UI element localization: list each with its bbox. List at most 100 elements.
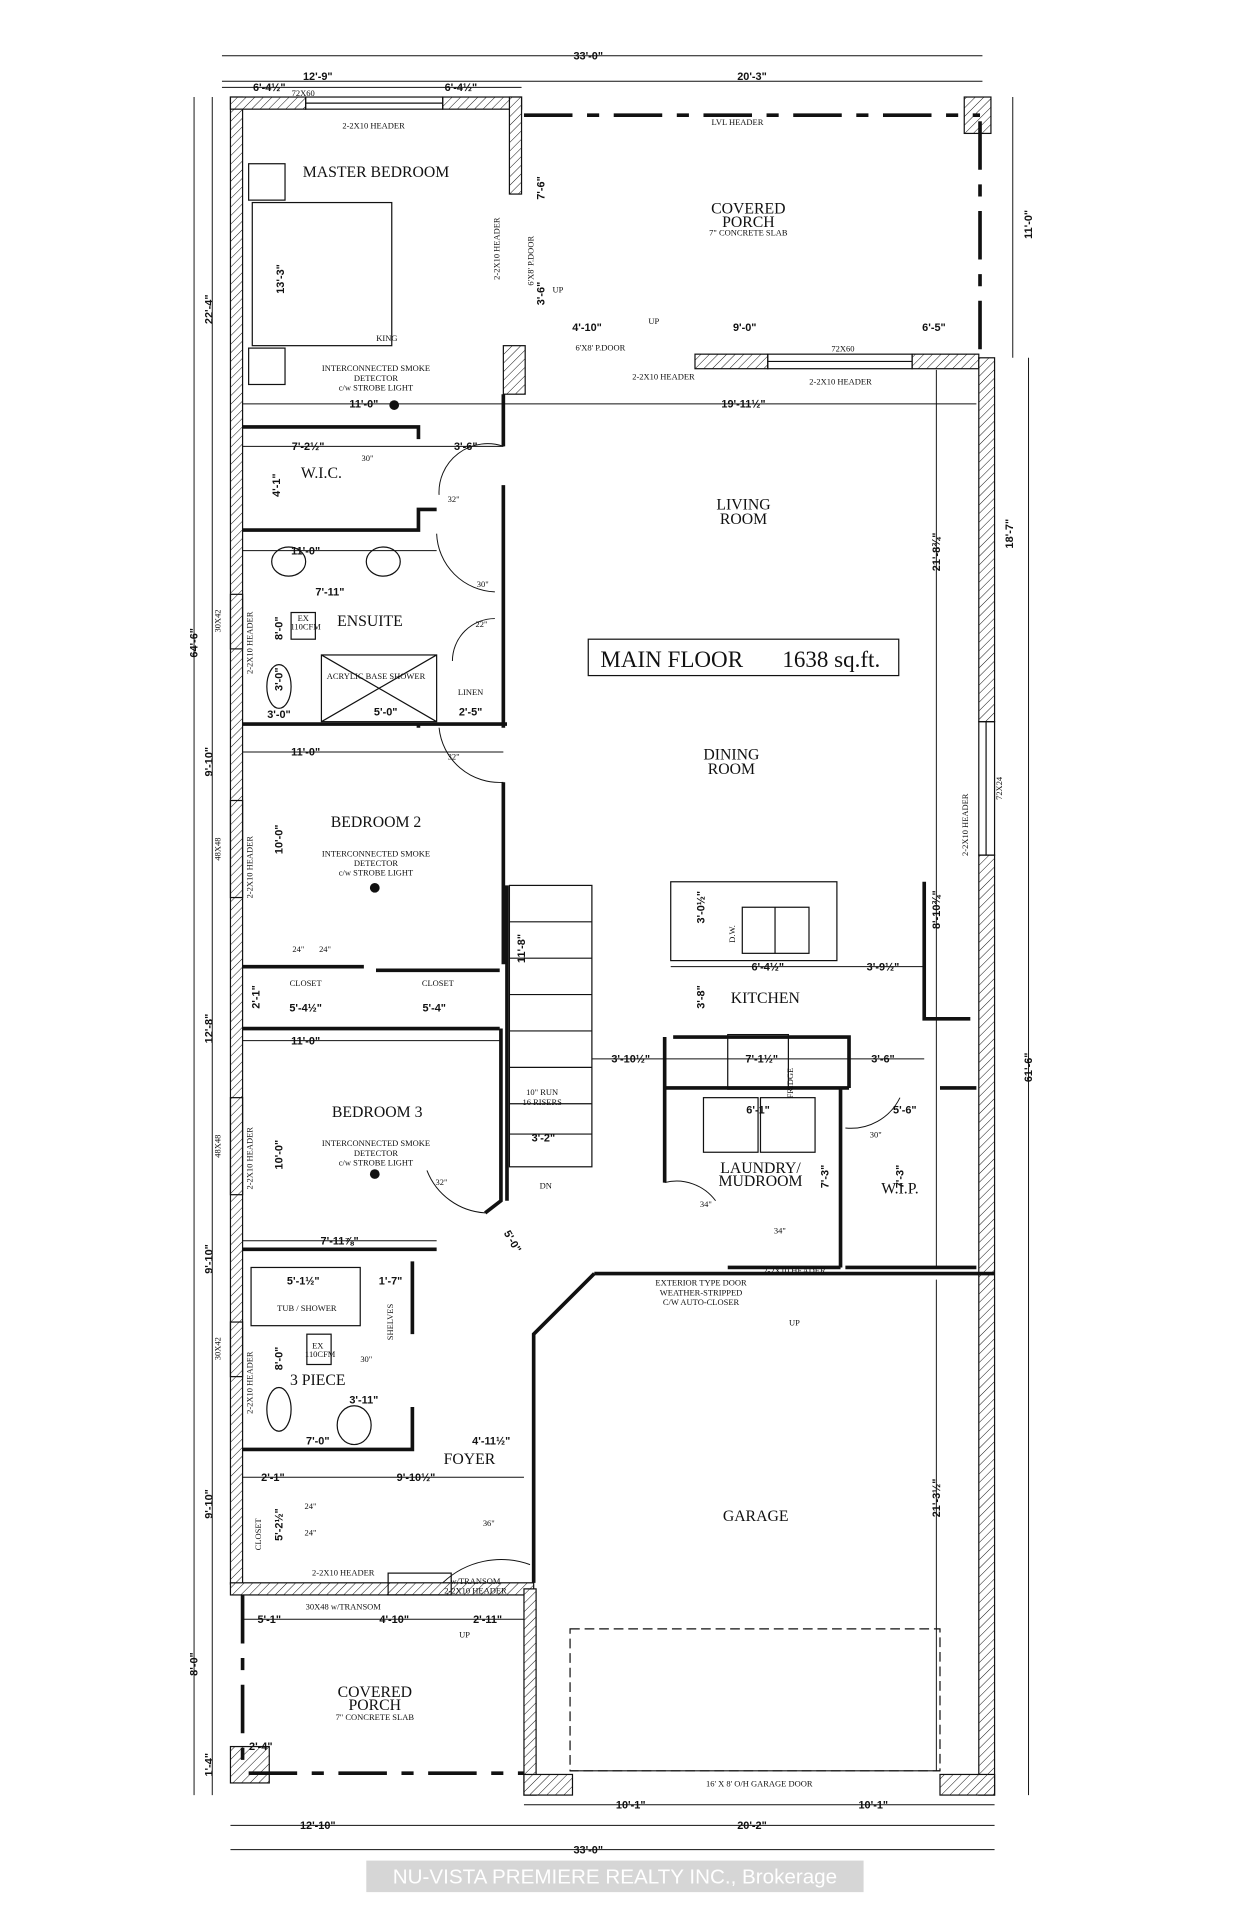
note-smoke: DETECTOR: [354, 858, 398, 868]
dim-label: 11'-0": [291, 545, 320, 557]
dim-label: 21'-3½": [931, 1479, 943, 1518]
room-dining: DINING: [703, 746, 759, 763]
dim-label: 9'-10½": [397, 1472, 436, 1484]
front-porch-slab-note: 7" CONCRETE SLAB: [336, 1712, 415, 1722]
room-laundry-2: MUDROOM: [718, 1173, 802, 1190]
note-door-size: 22": [476, 619, 488, 629]
dim-label: 3'-0": [274, 667, 286, 691]
dim-label: 7'-0": [306, 1436, 330, 1448]
smoke-detector-icon: [389, 400, 400, 410]
room-covered-porch-top: COVERED: [711, 200, 785, 217]
note-door-size: 34": [700, 1199, 712, 1209]
note-header: 2-2X10 HEADER: [244, 1127, 254, 1190]
note-header: 2-2X10 HEADER: [312, 1568, 375, 1578]
dim-label: 11'-0": [291, 1035, 320, 1047]
note-door-size: 24": [292, 944, 304, 954]
dim-label: 2'-5": [459, 707, 483, 719]
dim-label: 4'-10": [379, 1614, 409, 1626]
room-ensuite: ENSUITE: [337, 613, 403, 630]
note-lvl-header: LVL HEADER: [711, 117, 763, 127]
room-covered-porch-front-2: PORCH: [349, 1697, 402, 1714]
dim-label: 20'-3": [737, 71, 767, 83]
dim-label: 3'-10½": [611, 1053, 650, 1065]
note-shower: ACRYLIC BASE SHOWER: [327, 671, 426, 681]
dim-label: 9'-0": [733, 322, 757, 334]
dimension-labels: 33'-0" 12'-9" 20'-3" 6'-4½" 6'-4½" 11'-0…: [189, 50, 1035, 1856]
note-door-size: 30": [360, 1354, 372, 1364]
note-closet: CLOSET: [422, 978, 455, 988]
note-door-size: 34": [774, 1226, 786, 1236]
dim-label: 11'-0": [291, 747, 320, 759]
dim-label: 6'-5": [922, 322, 946, 334]
note-door-size: 32": [436, 1177, 448, 1187]
note-door-size: 24": [305, 1501, 317, 1511]
dim-label: 7'-2½": [292, 441, 325, 453]
note-fridge: FRIDGE: [785, 1068, 795, 1099]
note-header: 2-2X10 HEADER: [809, 376, 872, 386]
dim-label: 3'-6": [454, 441, 478, 453]
room-master-bedroom: MASTER BEDROOM: [303, 164, 450, 181]
dim-label: 2'-1": [251, 985, 263, 1009]
room-kitchen: KITCHEN: [731, 990, 801, 1007]
dim-label: 6'-4½": [253, 82, 286, 94]
note-patio-door: 6'X8' P.DOOR: [576, 343, 626, 353]
note-window: 30X42: [213, 1337, 223, 1360]
dim-label: 8'-0": [274, 617, 286, 641]
exterior-walls: [229, 96, 996, 1796]
dim-label: 8'-10¾": [931, 890, 943, 929]
dim-label: 3'-8": [696, 985, 708, 1009]
floor-name: MAIN FLOOR: [600, 646, 743, 672]
dim-label: 10'-1": [858, 1799, 888, 1811]
dim-label: 3'-9½": [867, 961, 900, 973]
dim-label: 11'-0": [1023, 210, 1035, 239]
dim-label: 18'-7": [1004, 519, 1016, 549]
note-ext-door: WEATHER-STRIPPED: [660, 1287, 743, 1297]
note-ext-door: C/W AUTO-CLOSER: [663, 1297, 740, 1307]
dim-label: 4'-11½": [472, 1436, 510, 1448]
note-exhaust-fan: 110CFM: [305, 1349, 336, 1359]
dim-label: 2'-1": [261, 1472, 285, 1484]
note-header: 2-2X10 HEADER: [342, 121, 405, 131]
room-living-2: ROOM: [720, 511, 767, 528]
note-door-size: 36": [483, 1518, 495, 1528]
smoke-detector-icon: [369, 882, 380, 893]
dim-label: 5'-4½": [289, 1003, 322, 1015]
note-window: 30X42: [213, 609, 223, 632]
note-stairs: 16 RISERS: [522, 1097, 562, 1107]
dim-label: 5'-1": [257, 1614, 281, 1626]
note-up: UP: [553, 284, 564, 294]
floor-area: 1638 sq.ft.: [782, 646, 880, 672]
room-covered-porch-top-2: PORCH: [722, 214, 775, 231]
note-smoke: INTERCONNECTED SMOKE: [322, 363, 430, 373]
room-living: LIVING: [716, 496, 770, 513]
note-header: 2-2X10 HEADER: [632, 372, 695, 382]
note-exhaust-fan: 110CFM: [290, 621, 321, 631]
dim-label: 11'-0": [349, 399, 378, 411]
dim-label: 2'-4": [249, 1741, 273, 1753]
dim-label: 1'-7": [379, 1275, 403, 1287]
dim-label: 5'-0": [501, 1229, 523, 1255]
dimension-lines: [193, 55, 1030, 1851]
note-door-size: 24": [319, 944, 331, 954]
dim-label: 10'-0": [274, 1140, 286, 1170]
watermark-text: NU-VISTA PREMIERE REALTY INC., Brokerage: [393, 1866, 837, 1889]
note-header: 2-2X10 HEADER: [244, 611, 254, 674]
dim-label: 8'-0": [189, 1652, 201, 1676]
note-exhaust-fan: EX: [298, 613, 309, 623]
room-wip: W.I.P.: [881, 1180, 919, 1197]
dim-label: 12'-10": [300, 1820, 336, 1832]
room-3-piece: 3 PIECE: [290, 1372, 346, 1389]
note-door-size: 30": [477, 579, 489, 589]
dim-label: 3'-6": [871, 1053, 895, 1065]
note-dishwasher: D.W.: [727, 925, 737, 943]
dim-label: 5'-4": [422, 1003, 446, 1015]
porch-slab-note: 7" CONCRETE SLAB: [709, 227, 788, 237]
note-up: UP: [459, 1629, 470, 1639]
dim-label: 7'-6": [536, 176, 548, 200]
note-header: 2-2X10 HEADER: [244, 1351, 254, 1414]
note-window: 72X24: [994, 776, 1004, 800]
dim-label: 5'-2½": [274, 1508, 286, 1541]
dim-label: 6'-1": [746, 1104, 770, 1116]
note-garage-door: 16' X 8' O/H GARAGE DOOR: [706, 1779, 813, 1789]
